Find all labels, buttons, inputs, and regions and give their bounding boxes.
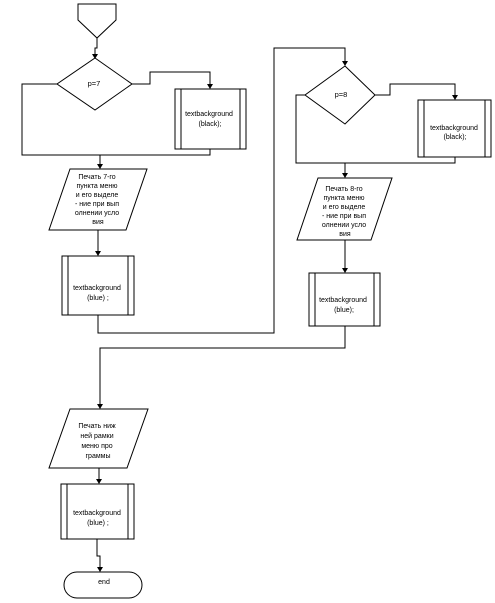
process-text-line: textbackground (185, 111, 233, 118)
off-page-connector (77, 3, 117, 39)
io-text-line: олнении усло (322, 222, 366, 229)
process-text-line: (blue) ; (87, 295, 109, 302)
svg-text:textbackground (blue) ;: textbackground (blue) ; (73, 510, 123, 527)
io-text-line: и его выделе (323, 204, 366, 211)
io-text-line: ней рамки (80, 432, 113, 440)
io-text-line: вия (92, 219, 104, 226)
io-print-bottom-frame: Печать ниж ней рамки меню про граммы (48, 408, 149, 469)
io-print-item-7: Печать 7-го пункта меню и его выделе - н… (48, 168, 148, 231)
io-text-line: вия (339, 231, 351, 238)
arrowheads (92, 54, 458, 572)
process-text-line: (blue); (334, 307, 354, 314)
svg-text:textbackground (black);: textbackground (black); (185, 111, 235, 128)
process-text-line: (black); (199, 121, 222, 128)
process-textbackground-black-1: textbackground (black); (174, 88, 247, 150)
process-textbackground-blue-3: textbackground (blue) ; (60, 483, 135, 540)
terminator-end: end (63, 571, 143, 599)
process-textbackground-black-2: textbackground (black); (417, 99, 492, 158)
io-text-line: Печать 7-го (78, 174, 115, 181)
svg-text:Печать 8-го пункта меню: Печать 8-го пункта меню и его выделе - н… (322, 186, 368, 238)
io-text-line: олнении усло (75, 210, 119, 217)
decision-label: p=8 (335, 90, 348, 99)
io-text-line: - ние при вып (322, 213, 366, 220)
decision-p-equals-7: p=7 (56, 57, 133, 111)
svg-text:Печать 7-го пункта меню: Печать 7-го пункта меню и его выделе - н… (75, 174, 121, 226)
connector-lines (21, 38, 456, 571)
io-text-line: Печать 8-го (325, 186, 362, 193)
process-text-line: textbackground (73, 285, 121, 292)
svg-text:textbackground (blue);: textbackground (blue); (319, 297, 369, 314)
decision-p-equals-8: p=8 (304, 65, 376, 125)
io-text-line: и его выделе (76, 192, 119, 199)
io-text-line: меню про (81, 443, 112, 450)
process-text-line: (black); (444, 134, 467, 141)
svg-text:textbackground (blue) ;: textbackground (blue) ; (73, 285, 123, 302)
io-text-line: пункта меню (323, 195, 364, 202)
svg-text:textbackground (black);: textbackground (black); (430, 125, 480, 141)
svg-text:Печать ниж ней рамки: Печать ниж ней рамки меню про граммы (78, 423, 117, 460)
process-text-line: textbackground (319, 297, 367, 304)
process-textbackground-blue-1: textbackground (blue) ; (61, 255, 135, 316)
process-text-line: (blue) ; (87, 520, 109, 527)
process-text-line: textbackground (430, 125, 478, 132)
decision-label: p=7 (88, 79, 101, 88)
io-text-line: пункта меню (76, 183, 117, 190)
io-print-item-8: Печать 8-го пункта меню и его выделе - н… (296, 177, 393, 241)
io-text-line: граммы (86, 453, 111, 460)
terminator-label: end (98, 579, 110, 586)
process-textbackground-blue-2: textbackground (blue); (308, 272, 381, 327)
io-text-line: Печать ниж (78, 423, 116, 430)
io-text-line: - ние при вып (75, 201, 119, 208)
process-text-line: textbackground (73, 510, 121, 517)
